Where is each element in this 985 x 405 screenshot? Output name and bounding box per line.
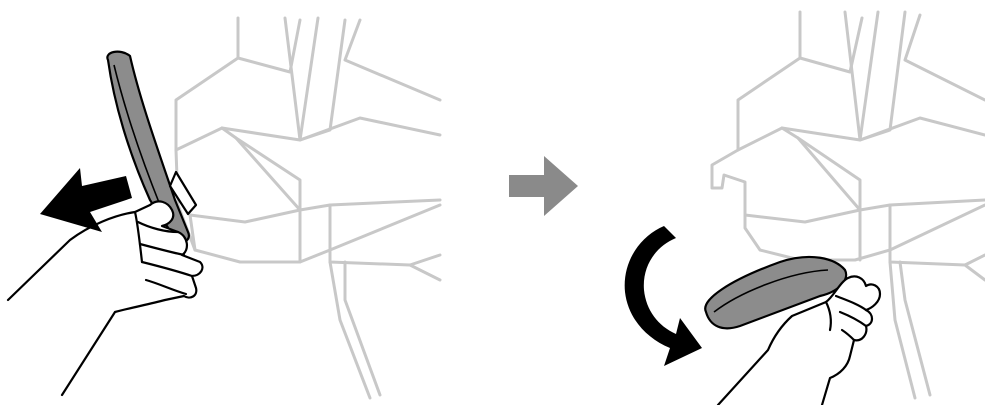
step-2-panel: [625, 12, 985, 405]
hand-pulling-lever: [8, 201, 202, 395]
step-1-panel: [8, 18, 440, 398]
next-step-arrow-icon: [509, 156, 578, 216]
curved-rotate-arrow-icon: [625, 226, 702, 366]
printer-body-outline-left: [176, 18, 440, 398]
